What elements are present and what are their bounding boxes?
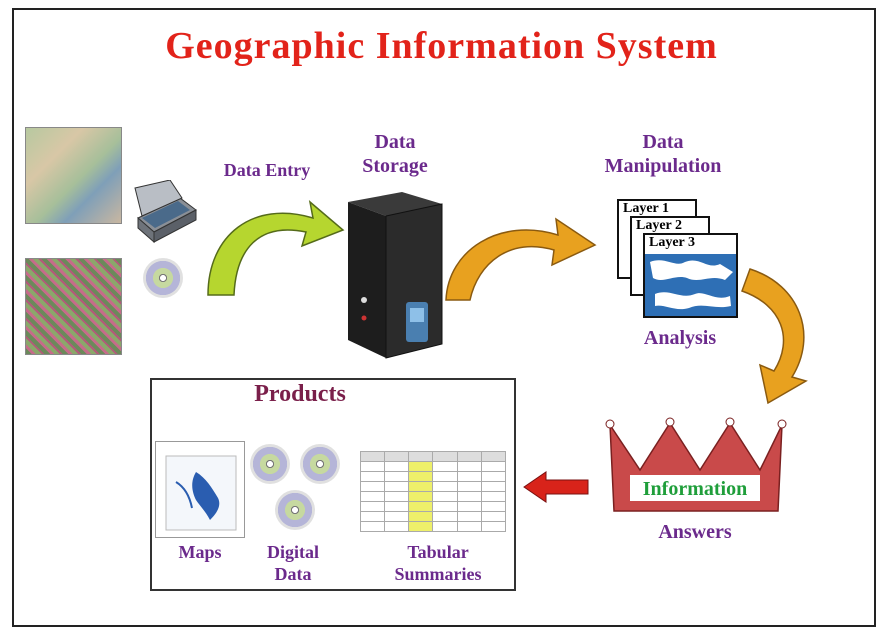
- server-icon: [348, 192, 443, 359]
- curved-arrow-icon: [741, 268, 808, 405]
- analysis-map-icon: [645, 254, 736, 316]
- layer-card: Layer 3: [643, 233, 738, 318]
- information-label: Information: [642, 478, 748, 500]
- cd-icon: [275, 490, 315, 530]
- cd-icon: [250, 444, 290, 484]
- cd-icon: [143, 258, 183, 298]
- maps-label: Maps: [178, 542, 222, 562]
- cd-icon: [300, 444, 340, 484]
- crown-icon: [605, 417, 787, 512]
- left-arrow-icon: [523, 471, 589, 503]
- table-thumbnail: [359, 451, 507, 535]
- diagram-title: Geographic Information System: [165, 25, 718, 67]
- data-entry-label: Data Entry: [223, 160, 311, 180]
- digital-data-label: Digital Data: [267, 542, 319, 584]
- answers-label: Answers: [658, 521, 732, 543]
- satellite-image-icon: [25, 258, 122, 355]
- map-icon: [155, 441, 245, 538]
- data-storage-label: Data Storage: [362, 131, 428, 177]
- scanner-icon: [134, 180, 197, 244]
- products-label: Products: [254, 381, 346, 407]
- map-icon: [25, 127, 122, 224]
- curved-arrow-icon: [445, 217, 597, 301]
- tabular-summaries-label: Tabular Summaries: [394, 542, 482, 584]
- data-manipulation-label: Data Manipulation: [604, 131, 722, 177]
- curved-arrow-icon: [207, 200, 345, 296]
- analysis-label: Analysis: [643, 327, 717, 349]
